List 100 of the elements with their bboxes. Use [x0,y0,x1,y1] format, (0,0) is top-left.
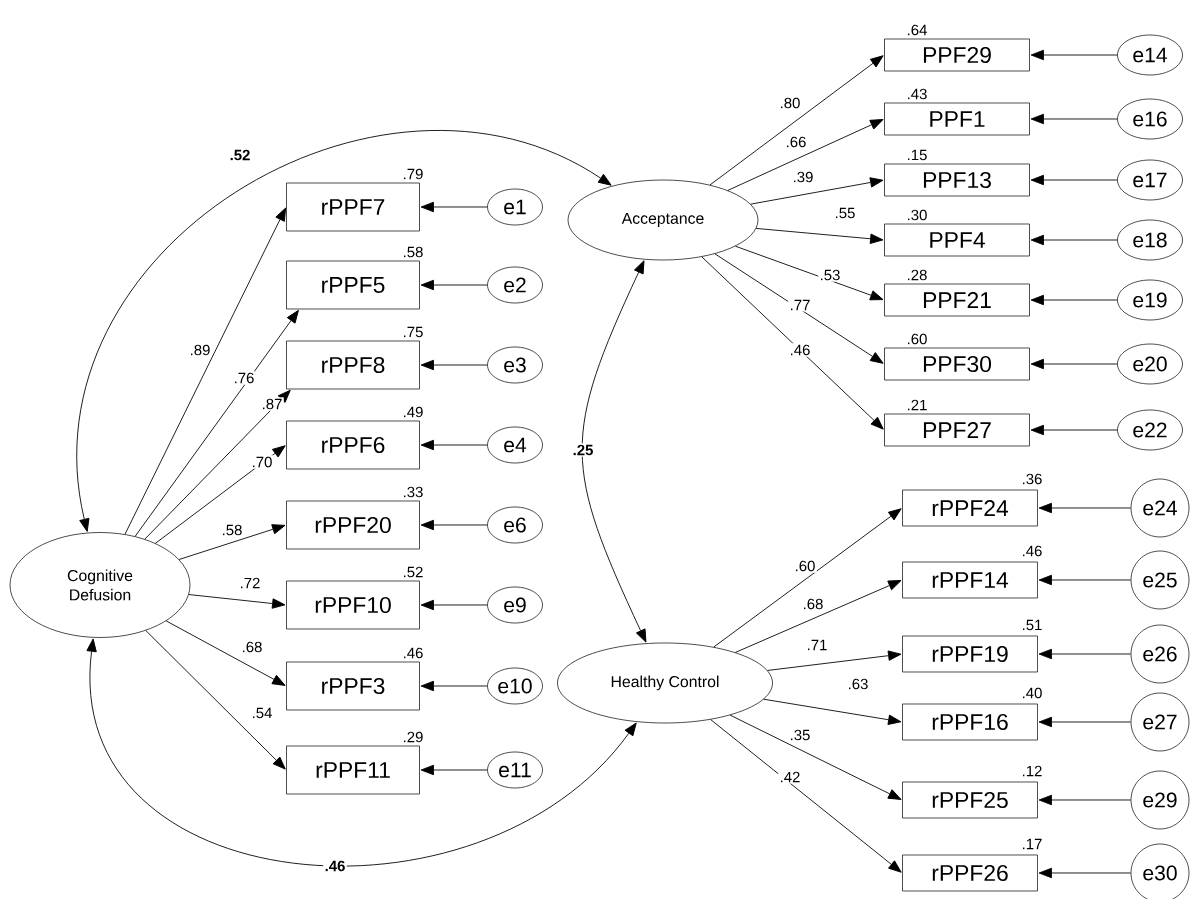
path-arrow [420,599,488,611]
r-squared-label: .30 [907,209,927,221]
path-arrow [767,650,902,671]
indicator-box: PPF27 [884,413,1030,447]
indicator-box: rPPF25 [902,781,1038,819]
path-arrow [1030,294,1118,306]
path-arrow [1038,648,1132,660]
path-arrow [124,207,287,535]
edge-label: .87 [262,398,282,410]
path-arrow [1030,49,1118,61]
indicator-box: rPPF26 [902,854,1038,892]
path-arrow [134,309,299,537]
indicator-box: rPPF8 [286,340,420,390]
indicator-box: rPPF7 [286,182,420,232]
indicator-box: PPF4 [884,223,1030,257]
r-squared-label: .46 [1022,545,1042,557]
r-squared-label: .21 [907,399,927,411]
indicator-box: rPPF19 [902,635,1038,673]
indicator-box: rPPF3 [286,661,420,711]
edge-label: .63 [848,678,868,690]
path-arrow [165,620,286,686]
path-arrow [1038,867,1132,879]
r-squared-label: .58 [403,246,423,258]
path-arrow [1030,113,1118,125]
r-squared-label: .12 [1022,765,1042,777]
edge-label: .54 [252,707,272,719]
edge-label: .39 [793,171,813,183]
edge-label: .76 [234,372,254,384]
r-squared-label: .46 [403,647,423,659]
path-arrow [420,764,488,776]
path-arrow [1030,358,1118,370]
edge-label: .46 [325,860,345,872]
indicator-box: rPPF20 [286,500,420,550]
edge-label: .66 [786,136,806,148]
indicator-box: rPPF5 [286,260,420,310]
indicator-box: rPPF24 [902,489,1038,527]
r-squared-label: .36 [1022,473,1042,485]
r-squared-label: .64 [907,24,927,36]
path-arrow [155,445,286,544]
edge-label: .77 [790,299,810,311]
path-arrow [727,119,884,191]
indicator-box: rPPF14 [902,561,1038,599]
r-squared-label: .49 [403,406,423,418]
path-arrow [1030,424,1118,436]
edge-label: .68 [242,641,262,653]
r-squared-label: .79 [403,168,423,180]
path-arrow [420,201,488,213]
edge-label: .68 [803,598,823,610]
covariance-arrow [86,638,637,867]
edge-label: .52 [230,149,250,161]
path-arrow [145,630,286,770]
path-arrow [734,580,902,653]
path-arrow [713,508,902,648]
edge-label: .58 [222,524,242,536]
edge-label: .55 [835,207,855,219]
path-arrow [1038,794,1132,806]
edge-label: .42 [780,771,800,783]
edge-label: .80 [780,97,800,109]
path-arrow [729,714,902,800]
r-squared-label: .60 [907,333,927,345]
r-squared-label: .43 [907,88,927,100]
edge-label: .89 [190,344,210,356]
path-arrow [420,359,488,371]
r-squared-label: .17 [1022,838,1042,850]
indicator-box: rPPF10 [286,580,420,630]
path-arrow [420,519,488,531]
path-arrow [420,279,488,291]
r-squared-label: .51 [1022,619,1042,631]
indicator-box: PPF1 [884,102,1030,136]
path-arrow [755,228,884,244]
path-arrow [1030,174,1118,186]
path-arrow [714,253,884,364]
edge-label: .25 [573,444,593,456]
path-arrow [144,389,291,540]
path-arrow [735,245,884,301]
r-squared-label: .75 [403,326,423,338]
path-arrow [420,439,488,451]
indicator-box: PPF21 [884,283,1030,317]
path-arrow [420,680,488,692]
r-squared-label: .40 [1022,687,1042,699]
indicator-box: PPF30 [884,347,1030,381]
path-arrow [710,719,902,873]
path-arrow [709,55,884,186]
path-arrow [1030,234,1118,246]
path-arrow [763,698,902,725]
edge-label: .46 [790,344,810,356]
indicator-box: rPPF16 [902,703,1038,741]
edge-label: .72 [240,577,260,589]
r-squared-label: .15 [907,149,927,161]
edge-label: .53 [820,269,840,281]
path-arrow [750,177,884,205]
edge-label: .71 [807,639,827,651]
r-squared-label: .28 [907,269,927,281]
r-squared-label: .33 [403,486,423,498]
covariance-arrow [76,130,612,532]
path-arrow [188,594,286,609]
path-arrow [1038,574,1132,586]
edge-label: .35 [790,729,810,741]
edge-label: .70 [252,456,272,468]
indicator-box: rPPF6 [286,420,420,470]
